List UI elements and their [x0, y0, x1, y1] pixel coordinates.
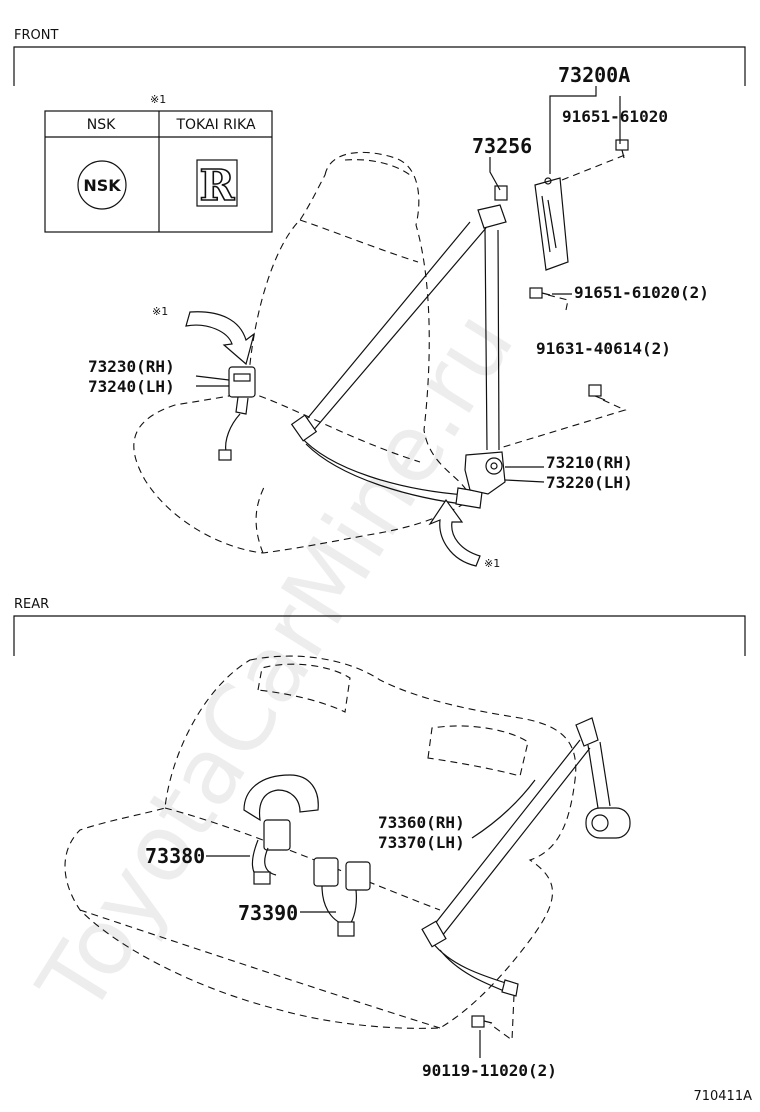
part-number-91651-61020: 91651-61020 [562, 107, 668, 126]
bolt-91631 [588, 384, 606, 401]
diagram-code: 710411A [693, 1089, 752, 1104]
front-seat-outline [133, 151, 471, 554]
rear-seat-belt [421, 717, 611, 997]
part-number-91631-40614-2: 91631-40614(2) [536, 339, 671, 358]
part-number-73230-rh: 73230(RH) [88, 357, 175, 376]
front-seat-belt [290, 204, 507, 509]
bolt-91651-lower [529, 287, 551, 299]
shoulder-adjuster [534, 177, 569, 271]
anchor-bracket-73256 [494, 185, 508, 201]
rear-section-bracket [13, 615, 746, 656]
front-section-bracket [13, 46, 746, 86]
tokai-rika-logo: R [196, 159, 238, 211]
part-number-73360-rh: 73360(RH) [378, 813, 465, 832]
section-label-front: FRONT [14, 28, 58, 43]
rear-buckle-73390 [313, 857, 371, 937]
part-number-91651-61020-2: 91651-61020(2) [574, 283, 709, 302]
arrow-marker-2 [428, 498, 481, 567]
part-number-73370-lh: 73370(LH) [378, 833, 465, 852]
nsk-logo: NSK [77, 160, 127, 210]
section-label-rear: REAR [14, 597, 49, 612]
part-number-73200A: 73200A [558, 63, 630, 87]
part-number-73380: 73380 [145, 844, 205, 868]
part-number-73240-lh: 73240(LH) [88, 377, 175, 396]
part-number-73210-rh: 73210(RH) [546, 453, 633, 472]
nsk-logo-text: NSK [83, 176, 121, 195]
rear-seat-outline [64, 655, 577, 1029]
table-marker: ※1 [150, 93, 166, 106]
front-buckle [218, 366, 256, 461]
bolt-91651-upper [615, 139, 629, 159]
part-number-73220-lh: 73220(LH) [546, 473, 633, 492]
tokai-rika-logo-text: R [200, 161, 236, 210]
marker-label-1: ※1 [152, 305, 168, 318]
bolt-90119 [471, 1015, 493, 1028]
part-number-73256: 73256 [472, 134, 532, 158]
table-header-tokai-rika: TOKAI RIKA [175, 117, 255, 133]
part-number-73390: 73390 [238, 901, 298, 925]
front-retractor [464, 451, 506, 495]
part-number-90119-11020-2: 90119-11020(2) [422, 1061, 557, 1080]
manufacturer-table [44, 110, 273, 233]
marker-label-2: ※1 [484, 557, 500, 570]
arrow-marker-1 [185, 311, 256, 366]
rear-buckle-73380 [243, 774, 319, 885]
rear-retractor [585, 807, 631, 839]
table-header-nsk: NSK [87, 117, 116, 133]
